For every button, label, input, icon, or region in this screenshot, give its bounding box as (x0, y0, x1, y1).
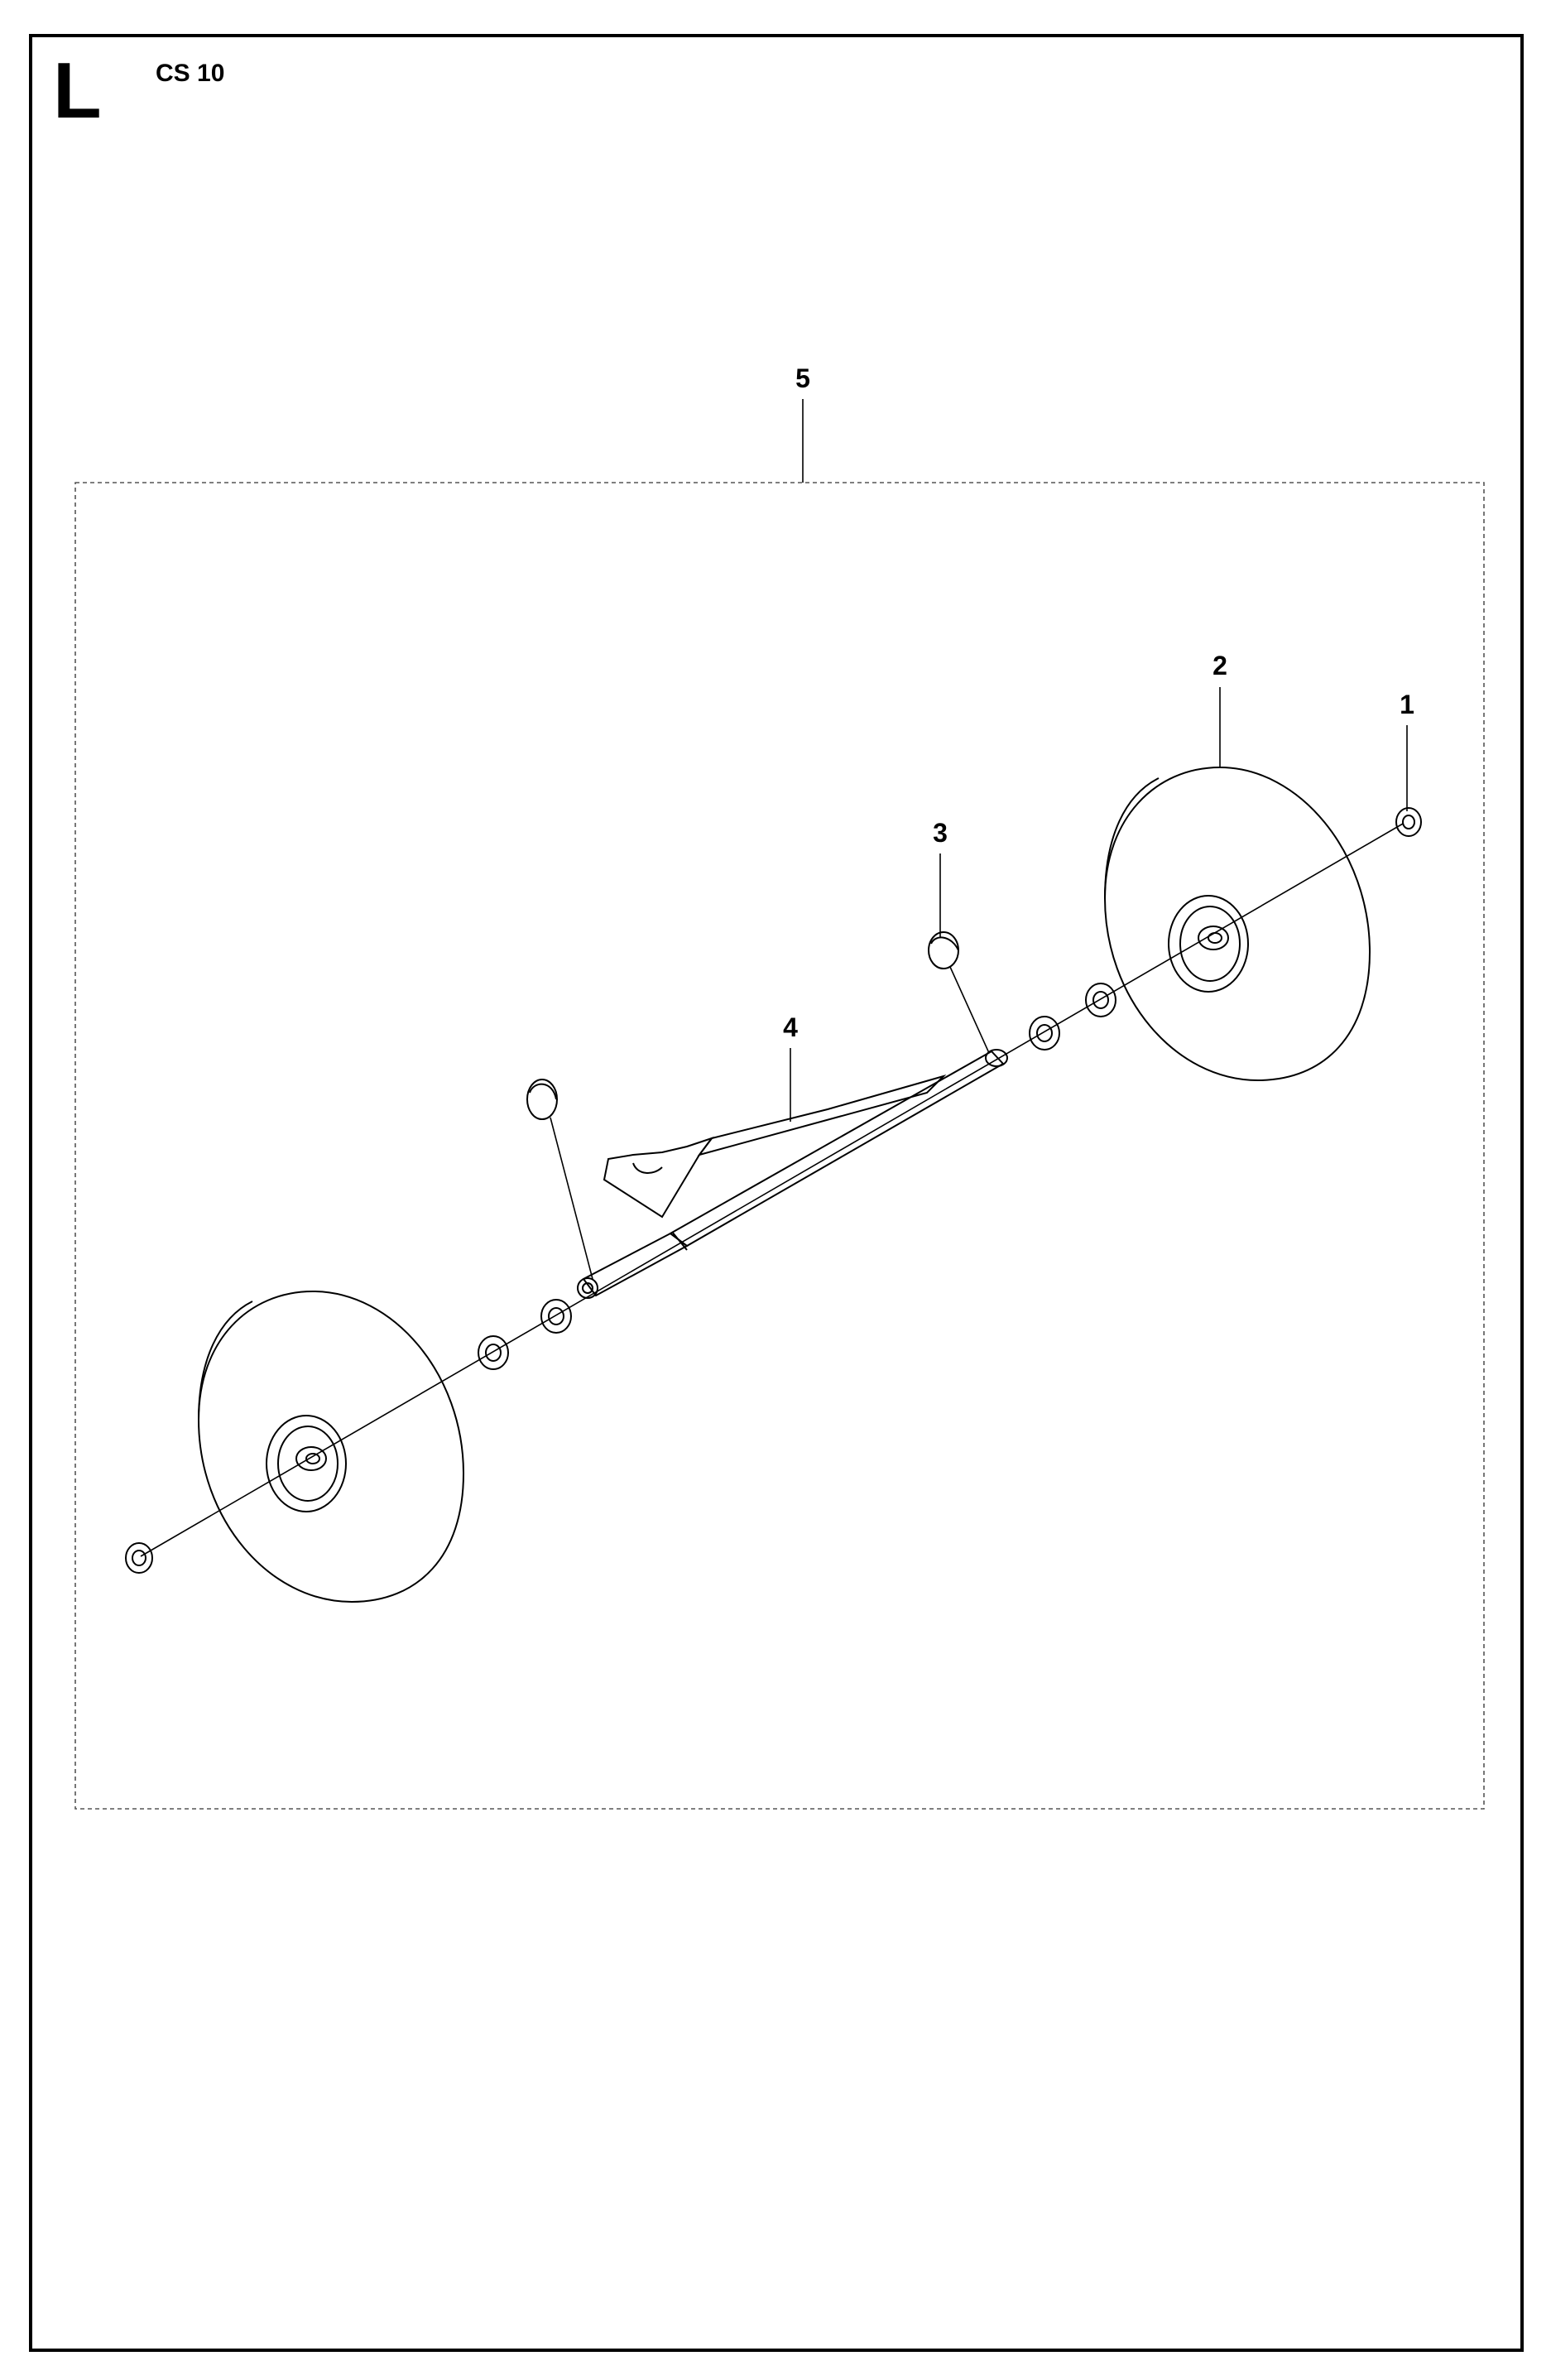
axle-line (140, 823, 1404, 1557)
callout-2: 2 (1212, 651, 1227, 680)
callout-1: 1 (1400, 690, 1414, 719)
lock-clip-left (526, 1079, 593, 1280)
washer-right-inner-2 (1029, 1016, 1060, 1051)
washer-left-outer (125, 1542, 153, 1574)
page-frame (29, 34, 1524, 2352)
wheel-right (1103, 766, 1371, 1082)
washer-right-outer (1395, 807, 1422, 837)
assembly-box (74, 482, 1485, 1810)
lock-clip-right (928, 931, 990, 1054)
callout-4: 4 (783, 1012, 798, 1042)
model-name: CS 10 (156, 60, 225, 87)
washer-left-inner-2 (478, 1335, 509, 1370)
axle-frame (577, 1049, 1008, 1299)
callout-5: 5 (795, 363, 810, 393)
callout-3: 3 (933, 818, 948, 848)
wheel-left (197, 1290, 465, 1603)
washer-left-inner-1 (540, 1299, 572, 1334)
section-letter: L (53, 46, 102, 135)
washer-right-inner-1 (1085, 983, 1116, 1017)
